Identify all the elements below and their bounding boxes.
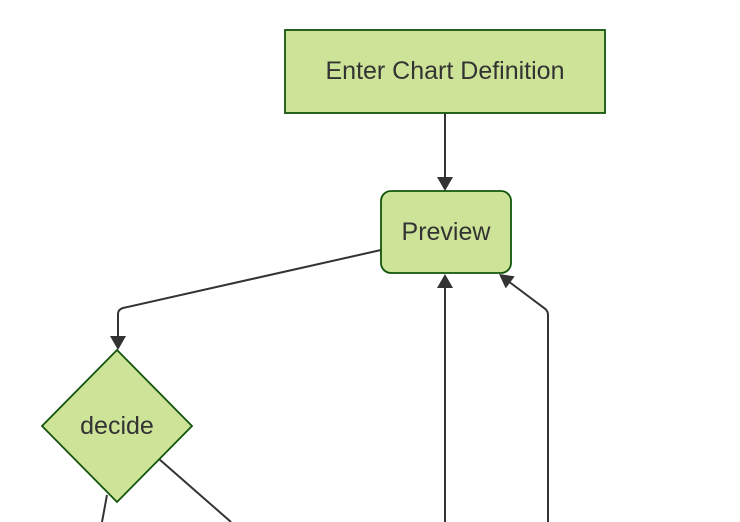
edge-line <box>158 458 232 522</box>
edge-line <box>117 249 382 337</box>
node-preview-shape <box>380 190 512 274</box>
edge-enter-chart-definition-to-preview <box>437 113 453 191</box>
node-decide-shape <box>40 348 194 504</box>
edge-offscreen-to-preview-bottom <box>437 274 453 522</box>
edge-decide-to-offscreen-right <box>158 458 232 522</box>
node-enter-chart-definition-shape <box>284 29 606 114</box>
arrowhead-down-icon <box>110 336 126 350</box>
edge-decide-to-offscreen-left <box>101 494 108 522</box>
edge-line <box>101 494 108 522</box>
edge-line <box>509 281 549 522</box>
arrowhead-up-icon <box>437 274 453 288</box>
arrowhead-up-left-icon <box>499 274 515 289</box>
arrowhead-down-icon <box>437 177 453 191</box>
edge-preview-to-decide <box>110 249 382 350</box>
edge-offscreen-to-preview-corner <box>499 274 549 522</box>
